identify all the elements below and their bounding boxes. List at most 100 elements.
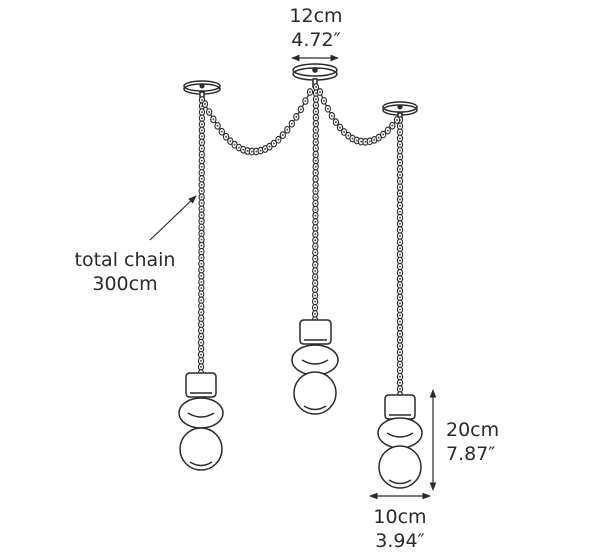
chain-swag-left-link-dot — [246, 150, 249, 153]
chain-center-drop-link-dot — [314, 306, 317, 309]
chain-right-drop-link-dot — [399, 308, 401, 311]
chain-swag-left-link-dot — [290, 122, 293, 125]
chain-center-drop-link-dot — [314, 153, 317, 156]
chain-center-drop-link-dot — [314, 122, 317, 125]
chain-swag-right — [316, 88, 401, 146]
chain-left-drop-link-dot — [200, 329, 203, 332]
chain-swag-left-link-dot — [250, 150, 253, 153]
chain-left-drop-link-dot — [200, 323, 203, 326]
chain-swag-right-link-dot — [360, 140, 363, 143]
chain-left-drop-link-dot — [200, 341, 203, 344]
pendant-center — [291, 319, 339, 415]
chain-swag-left-link-dot — [304, 100, 307, 103]
chain-swag-right-link-dot — [382, 133, 385, 136]
chain-right-drop — [396, 116, 404, 399]
chain-left-drop-link-dot — [201, 99, 203, 101]
chain-swag-right-link-dot — [326, 107, 329, 110]
chain-center-drop-link-dot — [314, 135, 317, 138]
chain-left-drop-link-dot — [200, 268, 203, 271]
chain-left-drop-link-dot — [200, 159, 203, 162]
chain-center-drop-link-dot — [314, 116, 317, 119]
canopy-width-in-label: 4.72″ — [291, 29, 340, 51]
chain-left-drop-link-dot — [200, 208, 203, 211]
chain-right-drop-link-dot — [399, 332, 401, 335]
chain-left-drop-link-dot — [200, 281, 203, 283]
shade-width-in-label: 3.94″ — [375, 530, 424, 552]
chain-right-drop-link-dot — [399, 247, 401, 250]
chain-left-drop-link-dot — [200, 214, 203, 217]
chain-right-drop-link-dot — [399, 167, 401, 170]
chain-right-drop-link-dot — [399, 290, 401, 293]
chain-length-label-line2: 300cm — [92, 273, 157, 295]
chain-right-drop-link-dot — [399, 302, 401, 305]
chain-swag-left-link-dot — [299, 108, 302, 111]
canopy-left — [183, 80, 221, 101]
chain-center-drop-link-dot — [314, 171, 317, 174]
chain-left-drop-link-dot — [200, 293, 203, 296]
chain-swag-left — [201, 88, 314, 156]
chain-right-drop-link-dot — [399, 271, 401, 274]
shade-width-cm-label: 10cm — [373, 506, 426, 528]
chain-left-drop-link-dot — [200, 232, 203, 235]
chain-center-drop-link-dot — [314, 128, 317, 131]
chain-swag-left-link-dot — [233, 143, 236, 146]
chain-center-drop-link-dot — [314, 257, 317, 260]
chain-center-drop-link-dot — [315, 86, 317, 88]
chain-left-drop-link-dot — [200, 335, 203, 338]
chain-swag-left-link-dot — [309, 91, 311, 93]
chain-center-drop-link-dot — [314, 233, 317, 236]
shade-height-cm-label: 20cm — [446, 419, 499, 441]
chain-left-drop-link-dot — [200, 353, 203, 356]
chain-right-drop-link-dot — [399, 216, 401, 219]
chain-swag-right-link-dot — [377, 136, 380, 139]
chain-right-drop-link-dot — [399, 222, 401, 225]
chain-left-drop-link-dot — [200, 262, 203, 265]
chain-swag-right-link-dot — [322, 99, 325, 102]
chain-center-drop-link-dot — [314, 288, 317, 291]
chain-left-drop-link-dot — [200, 147, 203, 150]
chain-right-drop-link-dot — [399, 326, 401, 329]
chain-right-drop-link-dot — [399, 204, 401, 207]
chain-left-drop-link-dot — [200, 141, 203, 144]
canopy-center — [292, 63, 338, 88]
chain-swag-right-link-dot — [396, 119, 398, 121]
chain-left-drop-link-dot — [200, 202, 203, 205]
chain-center-drop-link-dot — [314, 190, 317, 193]
chain-swag-left-link-dot — [220, 130, 223, 133]
chain-swag-right-link-dot — [355, 139, 358, 142]
chain-center-drop-link-dot — [314, 251, 317, 254]
chain-right-drop-link-dot — [399, 161, 401, 164]
chain-left-drop-link-dot — [200, 111, 203, 114]
chain-swag-left-link-dot — [268, 145, 271, 148]
chain-left-drop-link-dot — [200, 171, 203, 174]
chain-swag-left-link-dot — [237, 146, 240, 149]
chain-right-drop-link-dot — [399, 265, 401, 268]
chain-center-drop-link-dot — [314, 159, 317, 162]
chain-right-drop-link-dot — [399, 387, 401, 390]
chain-center-drop-link-dot — [314, 214, 317, 217]
chain-center-drop-link-dot — [314, 202, 317, 205]
chain-left-drop-link-dot — [200, 238, 203, 241]
chain-swag-right-link-dot — [330, 114, 333, 117]
chain-center-drop-link-dot — [314, 110, 317, 113]
chain-right-drop-link-dot — [399, 155, 401, 158]
chain-left-drop-link-dot — [200, 305, 203, 308]
chain-right-drop-link-dot — [399, 235, 401, 238]
chain-swag-right-link-dot — [343, 131, 346, 133]
chain-swag-left-link-dot — [212, 118, 215, 121]
pendant-right — [377, 394, 423, 489]
chain-left-drop-link-dot — [200, 250, 203, 253]
chain-swag-left-link-dot — [204, 103, 206, 105]
chain-right-drop-link-dot — [399, 125, 401, 128]
chain-swag-right-link-dot — [334, 121, 337, 124]
chain-left-drop-link-dot — [200, 177, 203, 180]
chain-swag-left-link-dot — [286, 128, 289, 131]
chain-center-drop-link-dot — [314, 276, 317, 279]
chain-left-drop-link-dot — [200, 365, 203, 368]
chain-right-drop-link-dot — [399, 149, 401, 152]
chain-left-drop-link-dot — [200, 287, 203, 290]
chain-right-drop-link-dot — [399, 320, 401, 323]
chain-center-drop-link-dot — [314, 104, 317, 107]
chain-right-drop-link-dot — [399, 198, 401, 201]
chain-swag-left-link-dot — [225, 135, 228, 138]
